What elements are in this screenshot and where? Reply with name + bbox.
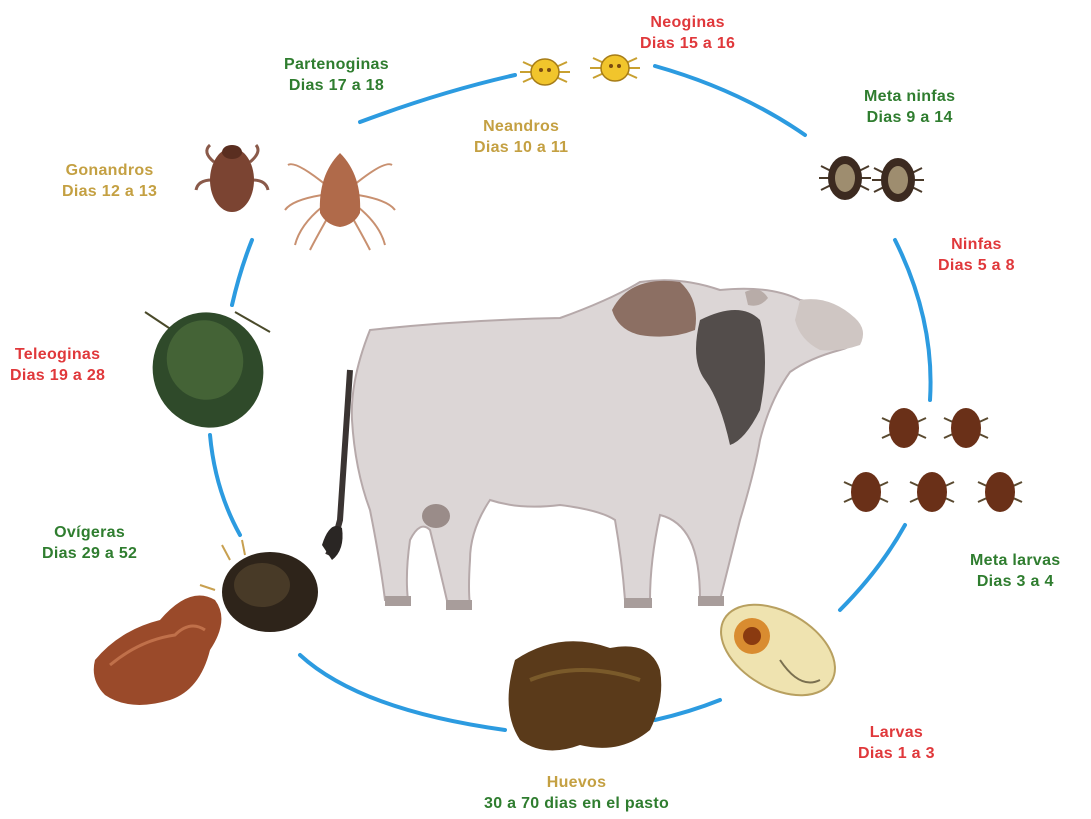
ovigeras-tick-image <box>94 540 318 705</box>
label-teleoginas: Teleoginas Dias 19 a 28 <box>10 344 105 386</box>
stage-days: 30 a 70 dias en el pasto <box>484 793 669 814</box>
label-meta-ninfas: Meta ninfas Dias 9 a 14 <box>864 86 955 128</box>
stage-name: Meta ninfas <box>864 86 955 107</box>
label-gonandros: Gonandros Dias 12 a 13 <box>62 160 157 202</box>
label-partenoginas: Partenoginas Dias 17 a 18 <box>284 54 389 96</box>
stage-name: Gonandros <box>62 160 157 181</box>
label-ovigeras: Ovígeras Dias 29 a 52 <box>42 522 137 564</box>
stage-name: Ovígeras <box>42 522 137 543</box>
stage-days: Dias 15 a 16 <box>640 33 735 54</box>
stage-name: Meta larvas <box>970 550 1060 571</box>
stage-name: Teleoginas <box>10 344 105 365</box>
stage-days: Dias 10 a 11 <box>474 137 568 158</box>
stage-name: Neandros <box>474 116 568 137</box>
stage-days: Dias 1 a 3 <box>858 743 935 764</box>
partenoginas-tick-image <box>285 153 395 250</box>
stage-days: Dias 12 a 13 <box>62 181 157 202</box>
label-ninfas: Ninfas Dias 5 a 8 <box>938 234 1015 276</box>
stage-days: Dias 3 a 4 <box>970 571 1060 592</box>
stage-name: Neoginas <box>640 12 735 33</box>
meta-ninfas-tick-image <box>819 156 924 202</box>
stage-days: Dias 17 a 18 <box>284 75 389 96</box>
stage-name: Larvas <box>858 722 935 743</box>
teleoginas-tick-image <box>136 297 279 444</box>
stage-name: Partenoginas <box>284 54 389 75</box>
stage-name: Ninfas <box>938 234 1015 255</box>
label-larvas: Larvas Dias 1 a 3 <box>858 722 935 764</box>
neoginas-tick-image <box>520 55 640 85</box>
label-meta-larvas: Meta larvas Dias 3 a 4 <box>970 550 1060 592</box>
label-huevos: Huevos 30 a 70 dias en el pasto <box>484 772 669 814</box>
stage-days: Dias 5 a 8 <box>938 255 1015 276</box>
gonandros-tick-image <box>196 145 268 212</box>
stage-days: Dias 19 a 28 <box>10 365 105 386</box>
zebu-bull-illustration <box>322 280 863 610</box>
stage-days: Dias 9 a 14 <box>864 107 955 128</box>
label-neandros: Neandros Dias 10 a 11 <box>474 116 568 158</box>
ninfas-tick-image <box>844 408 1022 512</box>
stage-name: Huevos <box>484 772 669 793</box>
label-neoginas: Neoginas Dias 15 a 16 <box>640 12 735 54</box>
stage-days: Dias 29 a 52 <box>42 543 137 564</box>
larvas-egg-image <box>705 586 850 714</box>
huevos-egg-mass-image <box>509 641 662 750</box>
